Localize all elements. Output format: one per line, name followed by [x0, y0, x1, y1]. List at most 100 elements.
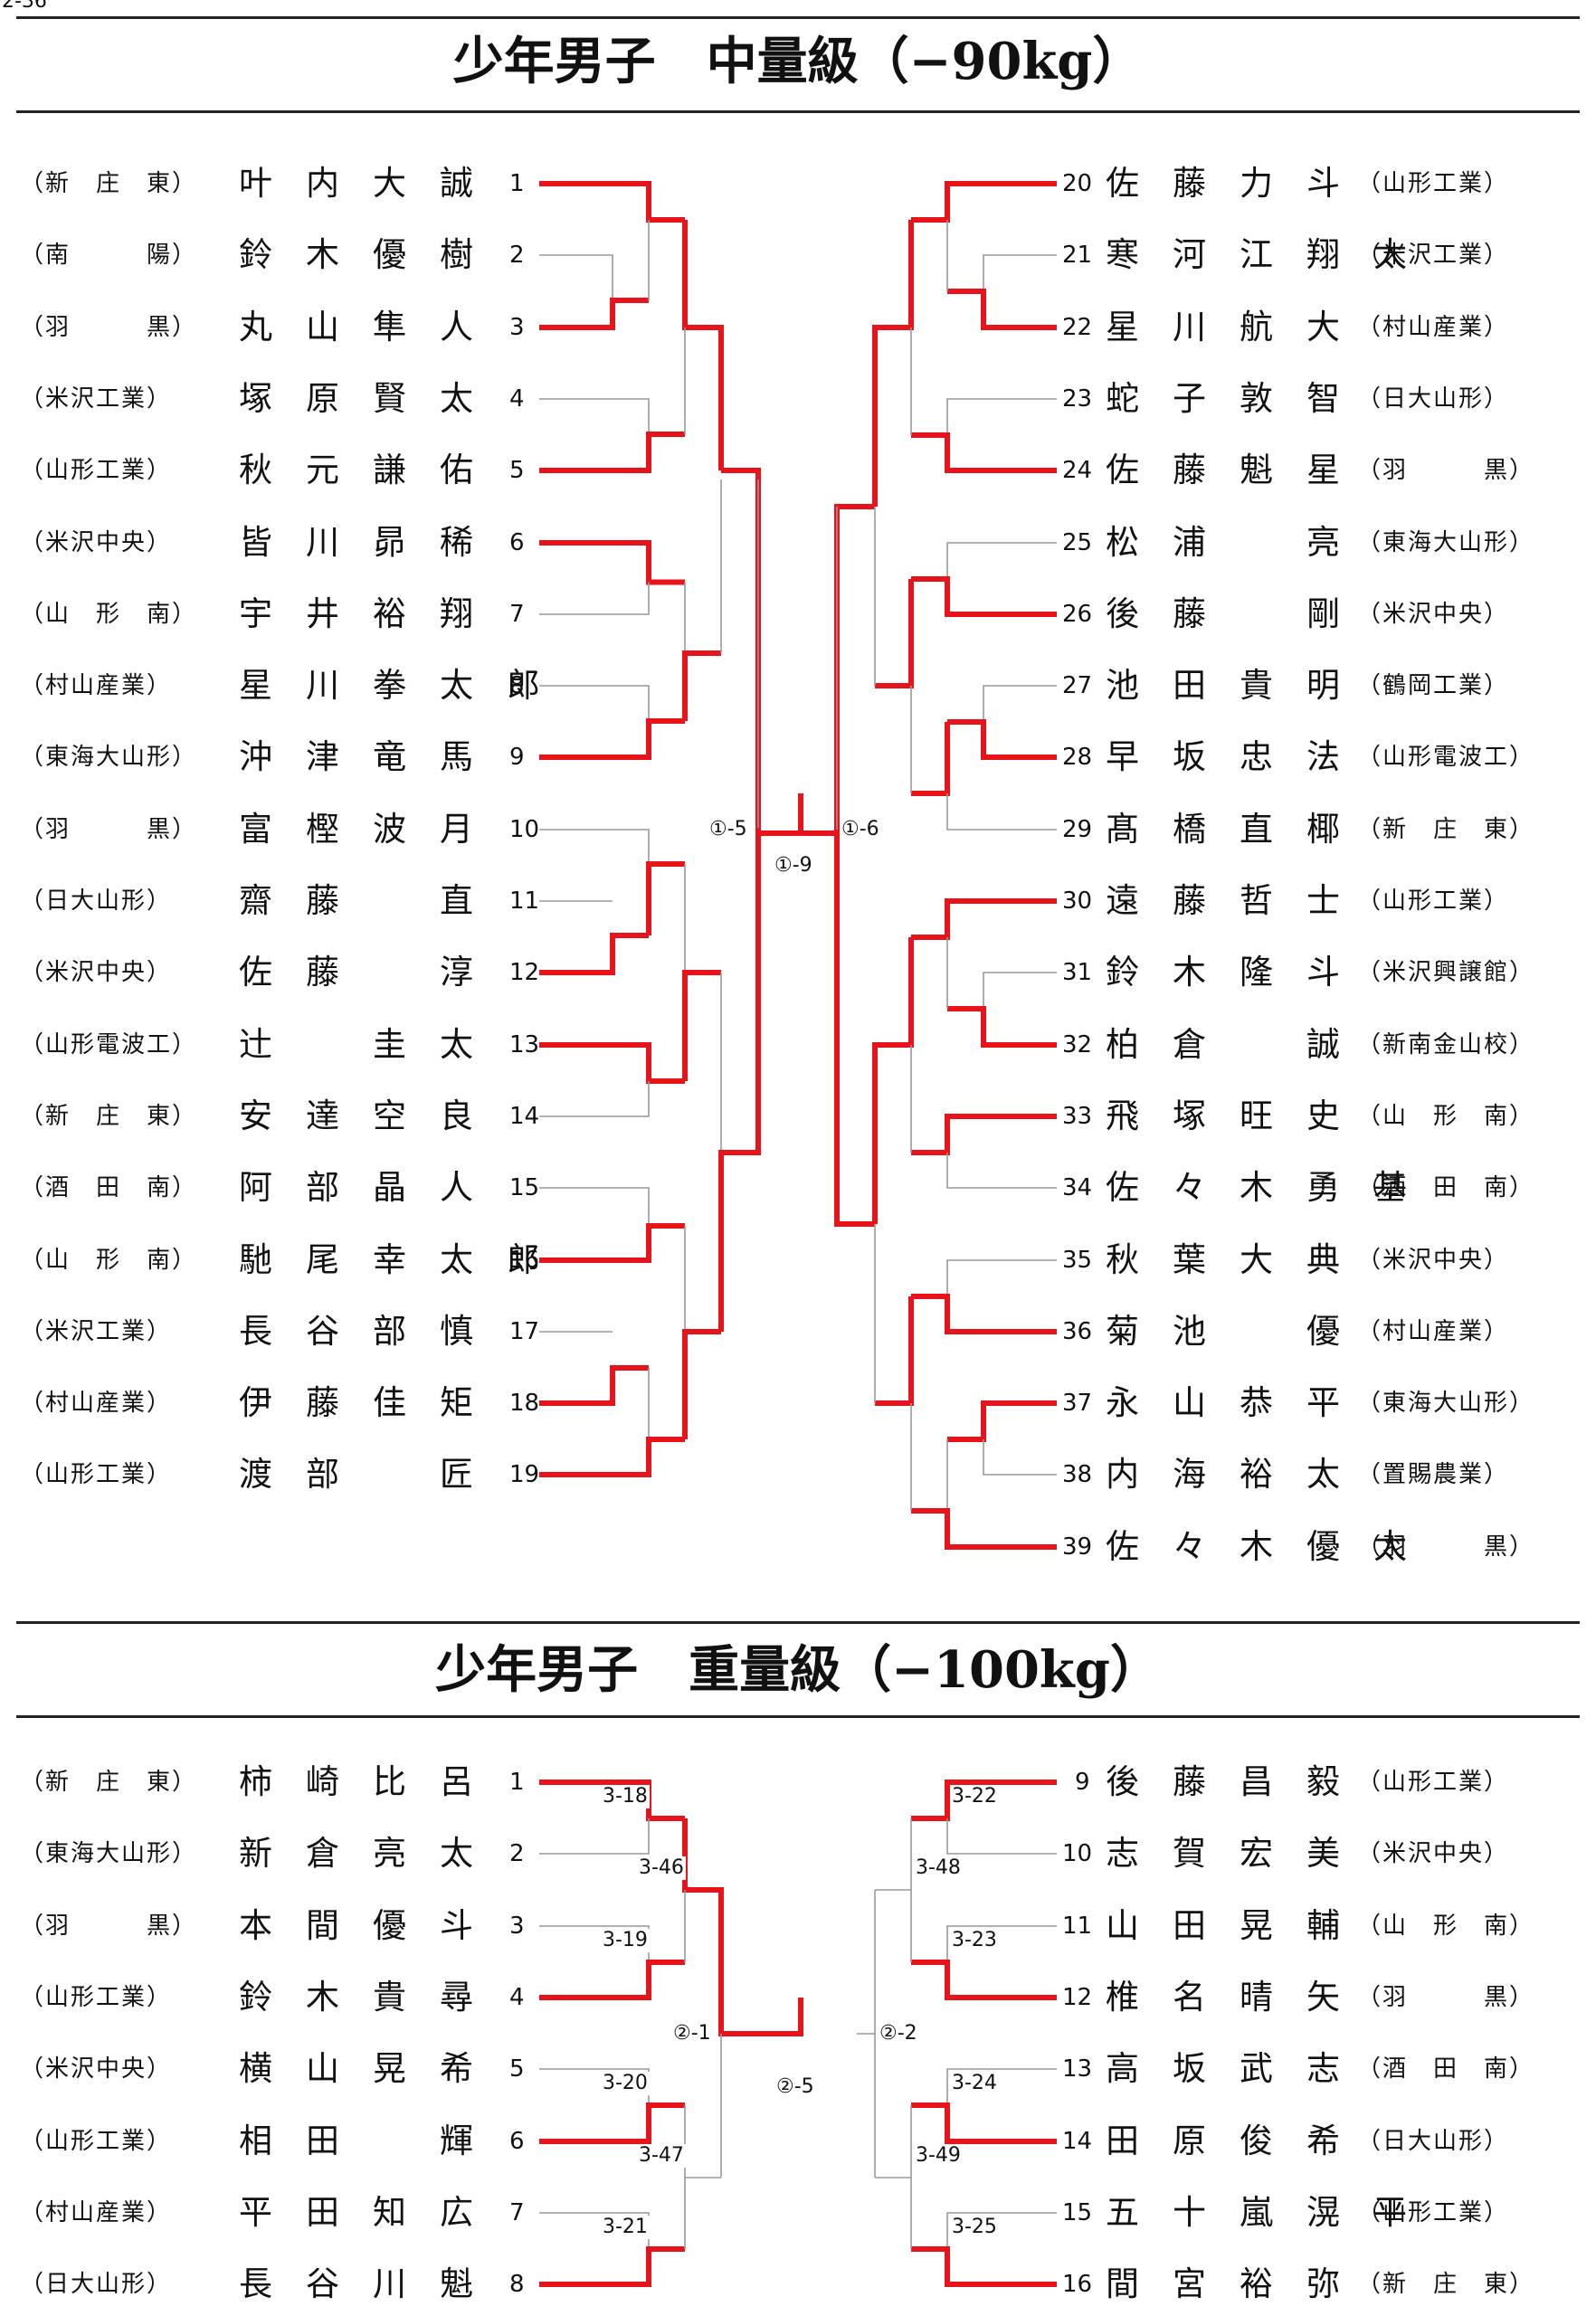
- bracket-line: [946, 2068, 1057, 2105]
- player-name: 沖 津 竜 馬: [239, 737, 473, 776]
- winner-path: [539, 540, 685, 585]
- player-name: 柿 崎 比 呂: [239, 1762, 473, 1801]
- bracket-line: [875, 2105, 912, 2178]
- seed-number: 11: [1062, 1913, 1093, 1940]
- winner-path: [872, 220, 914, 507]
- school-name: （村山産業）: [1357, 314, 1510, 341]
- winner-path: [539, 933, 649, 975]
- player-name: 新 倉 亮 太: [239, 1834, 473, 1873]
- seed-number: 33: [1062, 1103, 1093, 1130]
- school-name: （米沢中央）: [1357, 601, 1510, 628]
- player-name: 秋 元 謙 佑: [239, 451, 473, 489]
- seed-number: 38: [1062, 1461, 1093, 1488]
- semifinal-label: ②-2: [878, 2022, 919, 2045]
- winner-path: [911, 898, 1057, 940]
- seed-number: 34: [1062, 1174, 1093, 1201]
- player-name: 蛇 子 敦 智: [1106, 379, 1340, 418]
- player-name: 山 田 晃 輔: [1106, 1906, 1340, 1945]
- bracket-line: [857, 1890, 876, 2035]
- winner-path: [911, 1508, 1057, 1550]
- winner-path: [646, 861, 685, 935]
- player-name: 池 田 貴 明: [1106, 666, 1340, 705]
- winner-path: [539, 1223, 685, 1263]
- player-name: 鈴 木 隆 斗: [1106, 953, 1340, 992]
- match-label: 3-19: [601, 1929, 650, 1952]
- school-name: （米沢興譲館）: [1357, 959, 1535, 986]
- winner-path: [911, 432, 1057, 473]
- match-label: 3-46: [637, 1856, 686, 1880]
- school-name: （村山産業）: [20, 2199, 173, 2226]
- winner-path: [947, 1400, 1057, 1442]
- seed-number: 2: [509, 1840, 525, 1867]
- seed-number: 19: [509, 1461, 540, 1488]
- winner-path: [947, 1006, 1057, 1048]
- player-name: 菊 池 優: [1106, 1312, 1340, 1351]
- winner-path: [539, 181, 685, 223]
- school-name: （山 形 南）: [20, 1247, 198, 1274]
- player-name: 塚 原 賢 太: [239, 379, 473, 418]
- seed-number: 27: [1062, 672, 1093, 699]
- winner-path: [911, 722, 950, 796]
- school-name: （羽 黒）: [20, 1913, 198, 1940]
- bracket-line: [946, 1153, 1057, 1189]
- player-name: 松 浦 亮: [1106, 523, 1340, 562]
- match-label: 3-22: [950, 1785, 999, 1808]
- player-name: 佐 藤 力 斗: [1106, 164, 1340, 203]
- school-name: （日大山形）: [20, 2271, 173, 2298]
- player-name: 宇 井 裕 翔: [239, 594, 473, 633]
- player-name: 長 谷 部 慎: [239, 1312, 473, 1351]
- school-name: （山形電波工）: [1357, 744, 1535, 771]
- bracket-line: [946, 1259, 1057, 1296]
- seed-number: 32: [1062, 1031, 1093, 1058]
- seed-number: 39: [1062, 1533, 1093, 1561]
- seed-number: 11: [509, 887, 540, 915]
- player-name: 早 坂 忠 法: [1106, 737, 1340, 776]
- seed-number: 16: [1062, 2271, 1093, 2298]
- player-name: 阿 部 晶 人: [239, 1168, 473, 1207]
- bracket-line: [539, 254, 613, 302]
- school-name: （酒 田 南）: [20, 1174, 198, 1201]
- winner-path: [798, 793, 840, 836]
- school-name: （日大山形）: [20, 887, 173, 915]
- school-name: （山形工業）: [20, 457, 173, 484]
- match-label: 3-18: [601, 1785, 650, 1808]
- winner-path: [539, 2246, 685, 2287]
- player-name: 長 谷 川 魁: [239, 2264, 473, 2303]
- school-name: （東海大山形）: [20, 744, 198, 771]
- bracket-line: [539, 685, 650, 721]
- title-rule-bottom-90: [16, 110, 1580, 113]
- match-label: 3-47: [637, 2144, 686, 2168]
- bracket-line: [946, 793, 1057, 831]
- school-name: （羽 黒）: [20, 314, 198, 341]
- seed-number: 31: [1062, 959, 1093, 986]
- bracket-line: [539, 1081, 650, 1117]
- winner-path: [539, 1365, 649, 1406]
- player-name: 椎 名 晴 矢: [1106, 1978, 1340, 2017]
- match-label: 2-36: [0, 0, 49, 14]
- player-name: 高 坂 武 志: [1106, 2049, 1340, 2088]
- seed-number: 1: [509, 1769, 525, 1796]
- winner-path: [834, 830, 875, 1227]
- winner-path: [682, 970, 721, 1081]
- school-name: （山形工業）: [20, 2128, 173, 2155]
- winner-path: [911, 1294, 1057, 1334]
- school-name: （南 陽）: [20, 242, 198, 269]
- school-name: （日大山形）: [1357, 2128, 1510, 2155]
- winner-path: [539, 1042, 685, 1084]
- player-name: 髙 橋 直 椰: [1106, 810, 1340, 849]
- seed-number: 9: [1075, 1769, 1090, 1796]
- player-name: 佐 藤 魁 星: [1106, 451, 1340, 489]
- player-name: 後 藤 剛: [1106, 594, 1340, 633]
- seed-number: 3: [509, 314, 525, 341]
- bracket-line: [946, 1925, 1057, 1962]
- bracket-line: [875, 1818, 912, 1891]
- seed-number: 20: [1062, 170, 1093, 197]
- winner-path: [539, 1437, 685, 1477]
- bracket-line: [983, 685, 1057, 722]
- bracket-line: [983, 254, 1057, 291]
- player-name: 辻 圭 太: [239, 1025, 473, 1064]
- player-name: 永 山 恭 平: [1106, 1383, 1340, 1422]
- seed-number: 6: [509, 529, 525, 556]
- school-name: （東海大山形）: [20, 1840, 198, 1867]
- title-rule-bottom-100: [16, 1715, 1580, 1718]
